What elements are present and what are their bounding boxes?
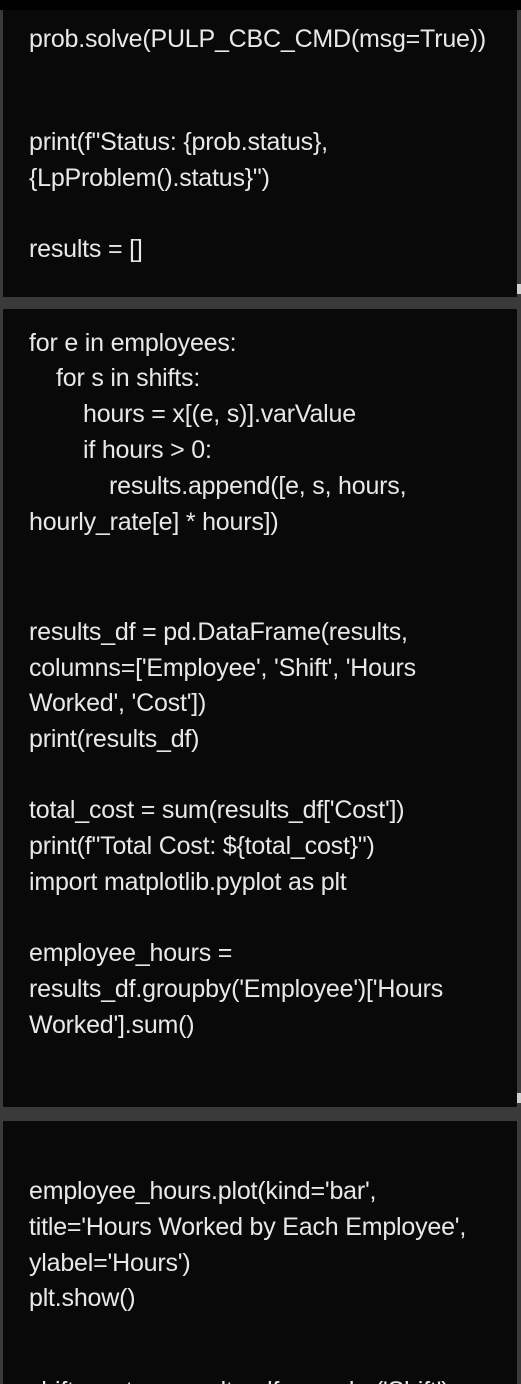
code-line: ylabel='Hours') [29, 1249, 191, 1277]
code-line: {LpProblem().status}") [29, 164, 270, 192]
code-cell-2[interactable]: for e in employees: for s in shifts: hou… [3, 309, 517, 1107]
code-line: Worked', 'Cost']) [29, 689, 207, 717]
code-line: print(f"Total Cost: ${total_cost}") [29, 832, 375, 860]
scrollbar-tick[interactable] [517, 1093, 521, 1103]
code-line: results_df = pd.DataFrame(results, [29, 618, 408, 646]
code-line: Worked'].sum() [29, 1011, 195, 1039]
code-cell-1[interactable]: prob.solve(PULP_CBC_CMD(msg=True)) print… [3, 10, 517, 297]
code-line: employee_hours = [29, 939, 233, 967]
code-line: employee_hours.plot(kind='bar', [29, 1177, 377, 1205]
code-line: results_df.groupby('Employee')['Hours [29, 975, 444, 1003]
code-line: prob.solve(PULP_CBC_CMD(msg=True)) [29, 25, 486, 53]
code-line: if hours > 0: [83, 436, 212, 464]
code-line: print(results_df) [29, 725, 200, 753]
code-line: for e in employees: [29, 329, 237, 357]
code-line: hours = x[(e, s)].varValue [83, 400, 356, 428]
code-line: results.append([e, s, hours, [109, 472, 407, 500]
code-line: title='Hours Worked by Each Employee', [29, 1213, 467, 1241]
code-line: results = [] [29, 235, 143, 263]
code-line: plt.show() [29, 1284, 136, 1312]
code-line: print(f"Status: {prob.status}, [29, 128, 328, 156]
code-line: import matplotlib.pyplot as plt [29, 868, 347, 896]
code-line: for s in shifts: [56, 364, 201, 392]
top-edge [0, 0, 521, 10]
code-line: total_cost = sum(results_df['Cost']) [29, 796, 405, 824]
code-line-clipped: shift_costs = results_df.groupby('Shift'… [29, 1374, 509, 1384]
code-line: hourly_rate[e] * hours]) [29, 508, 279, 536]
scrollbar-tick[interactable] [517, 284, 521, 294]
code-cell-3[interactable]: employee_hours.plot(kind='bar', title='H… [3, 1121, 517, 1384]
code-line: columns=['Employee', 'Shift', 'Hours [29, 654, 416, 682]
